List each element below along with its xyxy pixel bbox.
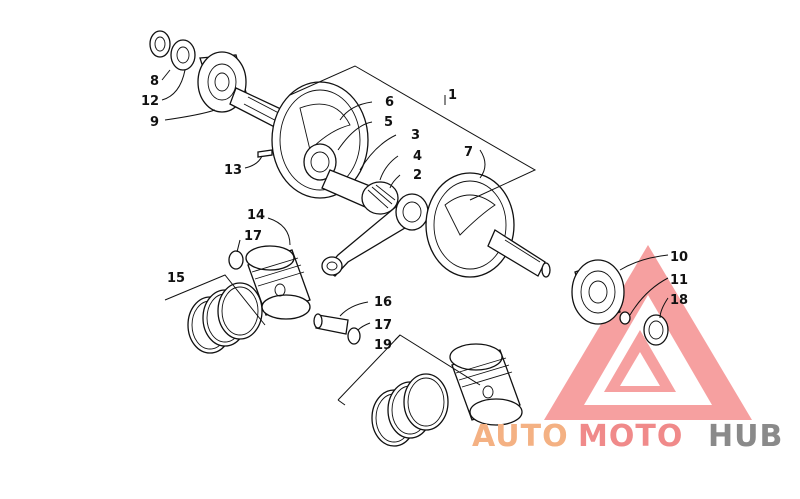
callout-8: 8	[150, 74, 159, 89]
piston-upper	[228, 245, 311, 320]
callout-4: 4	[413, 149, 422, 164]
callout-18: 18	[670, 293, 688, 308]
callout-19: 19	[374, 338, 392, 353]
callout-1: 1	[448, 88, 457, 103]
oil-seal-8	[149, 30, 171, 58]
callout-11: 11	[670, 273, 688, 288]
callout-15: 15	[167, 271, 185, 286]
watermark-hub: HUB	[708, 419, 783, 454]
bearing-10	[571, 259, 625, 325]
callout-13: 13	[224, 163, 242, 178]
callout-16: 16	[374, 295, 392, 310]
seal-18	[643, 314, 669, 346]
callout-3: 3	[411, 128, 420, 143]
callout-5: 5	[384, 115, 393, 130]
callout-9: 9	[150, 115, 159, 130]
right-bearing-group	[571, 259, 669, 346]
needle-bearing-2	[361, 181, 399, 215]
clip-17b	[347, 327, 361, 345]
piston-lower	[449, 343, 523, 426]
callout-labels: 1 2 3 4 5 6 7 8 9 10 11 12 13 14 15 16 1…	[141, 74, 688, 353]
piston-rings-lower	[371, 373, 449, 447]
callout-7: 7	[464, 145, 473, 160]
callout-10: 10	[670, 250, 688, 265]
callout-17a: 17	[244, 229, 262, 244]
leader-lines	[161, 65, 669, 406]
piston-rings-upper	[187, 282, 263, 354]
clip-17a	[228, 250, 244, 270]
key-13	[257, 149, 273, 158]
watermark-text: AUTO MOTO HUB	[472, 419, 783, 454]
watermark-moto: MOTO	[578, 419, 683, 454]
callout-17b: 17	[374, 318, 392, 333]
circlip-11	[619, 311, 631, 325]
callout-2: 2	[413, 168, 422, 183]
left-bearing-group	[149, 30, 249, 113]
crankshaft	[229, 81, 551, 278]
callout-14: 14	[247, 208, 265, 223]
bearing-12	[170, 39, 196, 71]
callout-6: 6	[385, 95, 394, 110]
callout-12: 12	[141, 94, 159, 109]
watermark-auto: AUTO	[472, 419, 569, 454]
